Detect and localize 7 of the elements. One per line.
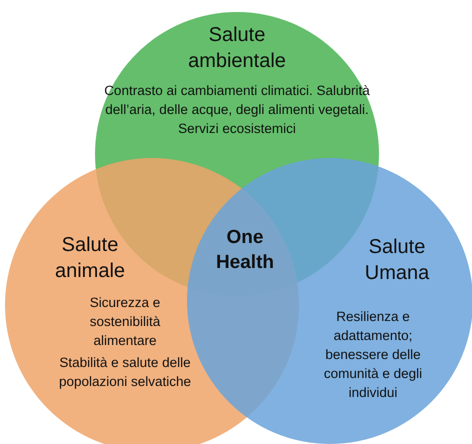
circle-title: Salute Umana: [364, 235, 430, 286]
circle-title: Salute ambientale: [187, 23, 287, 74]
circle-description: Stabilità e salute delle popolazioni selvatiche: [58, 354, 192, 391]
circle-title: Salute animale: [54, 233, 126, 284]
overlap-label: One Health: [214, 226, 276, 275]
circle-description: Resilienza e adattamento; benessere delle comunità e degli individui: [322, 308, 424, 402]
circle-description: Sicurezza e sostenibilità alimentare: [88, 294, 162, 350]
